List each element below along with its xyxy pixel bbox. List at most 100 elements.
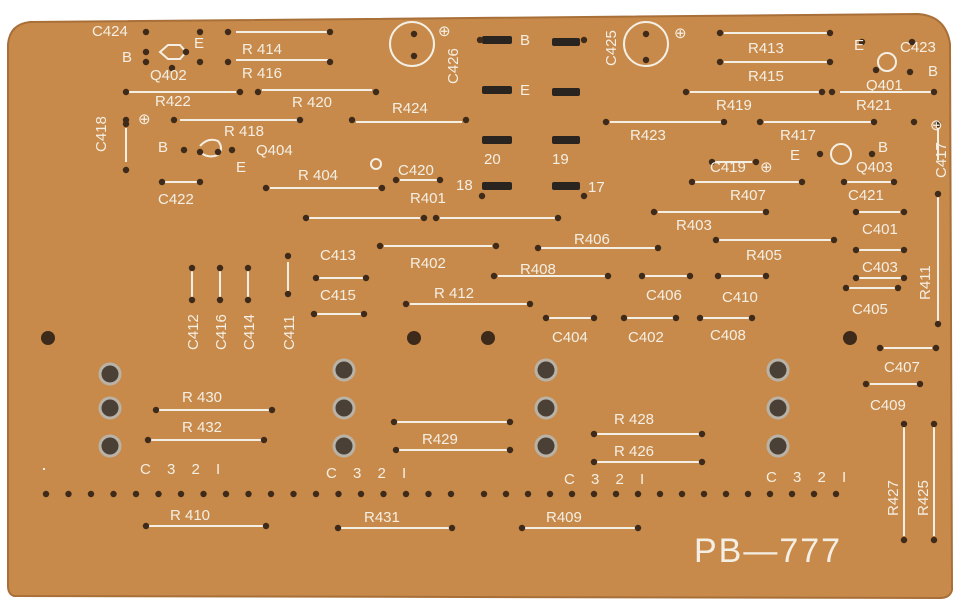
label-r412: R 412 (434, 285, 474, 302)
drill-hole (360, 310, 368, 318)
label-b: B (158, 139, 168, 156)
drill-hole (196, 28, 204, 36)
drill-hole (284, 252, 292, 260)
drill-hole (420, 214, 428, 222)
drill-hole (716, 58, 724, 66)
drill-hole (392, 446, 400, 454)
label-r415: R415 (748, 68, 784, 85)
drill-hole (842, 284, 850, 292)
drill-hole (788, 490, 796, 498)
label-q404: Q404 (256, 142, 293, 159)
drill-hole (748, 314, 756, 322)
drill-hole (900, 420, 908, 428)
drill-hole (698, 458, 706, 466)
label-e: E (790, 147, 800, 164)
drill-hole (518, 524, 526, 532)
drill-hole (296, 116, 304, 124)
drill-hole (590, 430, 598, 438)
connector-eyelets (98, 358, 790, 458)
label-c419: C419 (710, 159, 746, 176)
drill-holes (42, 28, 942, 544)
label-plus: ⊕ (760, 159, 773, 176)
label-b: B (928, 63, 938, 80)
drill-hole (930, 536, 938, 544)
drill-hole (122, 88, 130, 96)
label-c422: C422 (158, 191, 194, 208)
drill-hole (254, 88, 262, 96)
label-r409: R409 (546, 509, 582, 526)
label-r426: R 426 (614, 443, 654, 460)
label-r417: R417 (780, 127, 816, 144)
drill-hole (590, 314, 598, 322)
drill-hole (714, 272, 722, 280)
drill-hole (766, 490, 774, 498)
drill-hole (580, 36, 588, 44)
drill-hole (196, 148, 204, 156)
drill-hole (810, 490, 818, 498)
drill-hole (432, 214, 440, 222)
drill-hole (700, 490, 708, 498)
drill-hole (602, 118, 610, 126)
label-c408: C408 (710, 327, 746, 344)
drill-hole (302, 214, 310, 222)
label-connector-pins: C 3 2 I (140, 461, 226, 478)
drill-hole (196, 178, 204, 186)
drill-hole (262, 522, 270, 530)
drill-hole (268, 406, 276, 414)
drill-hole (708, 158, 716, 166)
drill-hole (524, 490, 532, 498)
drill-hole (756, 118, 764, 126)
drill-hole (932, 344, 940, 352)
drill-hole (688, 178, 696, 186)
label-c420: C420 (398, 162, 434, 179)
drill-hole (262, 184, 270, 192)
drill-hole (506, 418, 514, 426)
label-17: 17 (588, 179, 605, 196)
drill-hole (380, 490, 387, 498)
label-c421: C421 (848, 187, 884, 204)
label-r431: R431 (364, 509, 400, 526)
drill-hole (656, 490, 664, 498)
drill-hole (216, 296, 224, 304)
drill-hole (372, 88, 380, 96)
label-c417: C417 (933, 142, 950, 178)
drill-hole (908, 38, 916, 46)
drill-hole (376, 242, 384, 250)
drill-hole (132, 490, 140, 498)
drill-hole (182, 48, 190, 56)
drill-hole (620, 314, 628, 322)
label-c415: C415 (320, 287, 356, 304)
drill-hole (590, 490, 598, 498)
label-r411: R411 (917, 265, 934, 300)
drill-hole (930, 420, 938, 428)
drill-hole (326, 58, 334, 66)
drill-hole (448, 524, 456, 532)
drill-hole (930, 88, 938, 96)
label-e: E (194, 35, 204, 52)
label-r413: R413 (748, 40, 784, 57)
drill-hole (244, 296, 252, 304)
drill-hole (534, 244, 542, 252)
label-r410: R 410 (170, 507, 210, 524)
drill-hole (828, 88, 836, 96)
drill-hole (402, 300, 410, 308)
label-c423: C423 (900, 39, 936, 56)
drill-hole (447, 490, 455, 498)
label-r419: R419 (716, 97, 752, 114)
drill-hole (122, 166, 130, 174)
drill-hole (642, 56, 650, 64)
label-c407: C407 (884, 359, 920, 376)
label-plus: ⊕ (674, 25, 687, 42)
label-b: B (878, 139, 888, 156)
drill-hole (876, 344, 884, 352)
drill-hole (654, 244, 662, 252)
drill-hole (334, 524, 342, 532)
drill-hole (826, 29, 834, 37)
drill-hole (65, 490, 72, 498)
label-e: E (236, 159, 246, 176)
label-connector-pins: C 3 2 I (326, 465, 412, 482)
drill-hole (290, 490, 297, 498)
drill-hole (177, 490, 185, 498)
label-r414: R 414 (242, 41, 282, 58)
drill-hole (894, 284, 902, 292)
